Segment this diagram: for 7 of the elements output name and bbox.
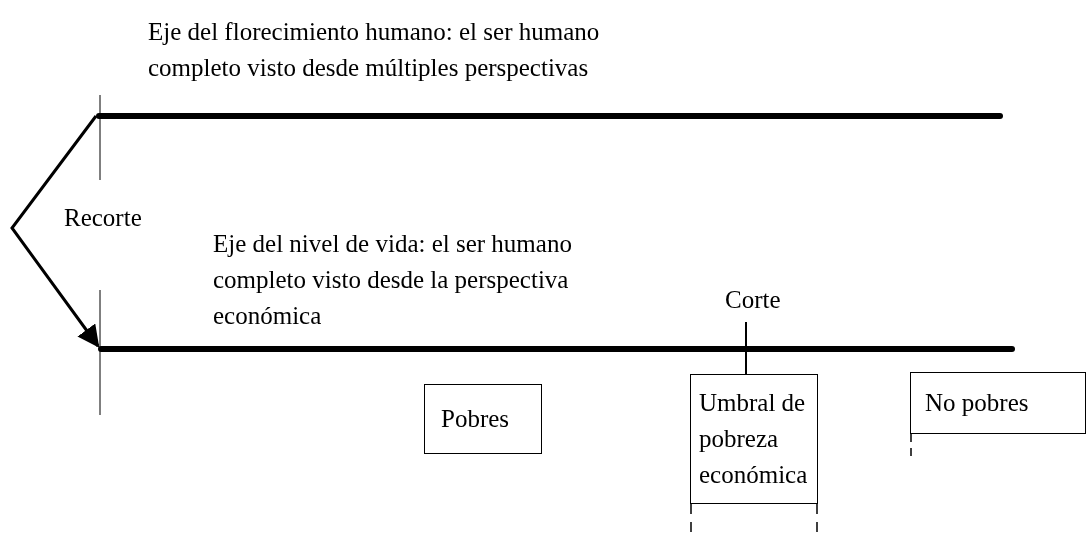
axis-title: Eje del nivel de vida: el ser humano completo visto desde la perspectiva económica <box>213 229 573 331</box>
category-box: Pobres <box>424 384 542 454</box>
category-box: No pobres <box>910 372 1086 434</box>
cut-label: Corte <box>725 285 781 315</box>
category-box: Umbral de pobreza económica <box>690 374 818 504</box>
arrow <box>10 115 100 348</box>
axis-title: Eje del florecimiento humano: el ser humano completo visto desde múltiples perspectivas <box>148 17 601 83</box>
